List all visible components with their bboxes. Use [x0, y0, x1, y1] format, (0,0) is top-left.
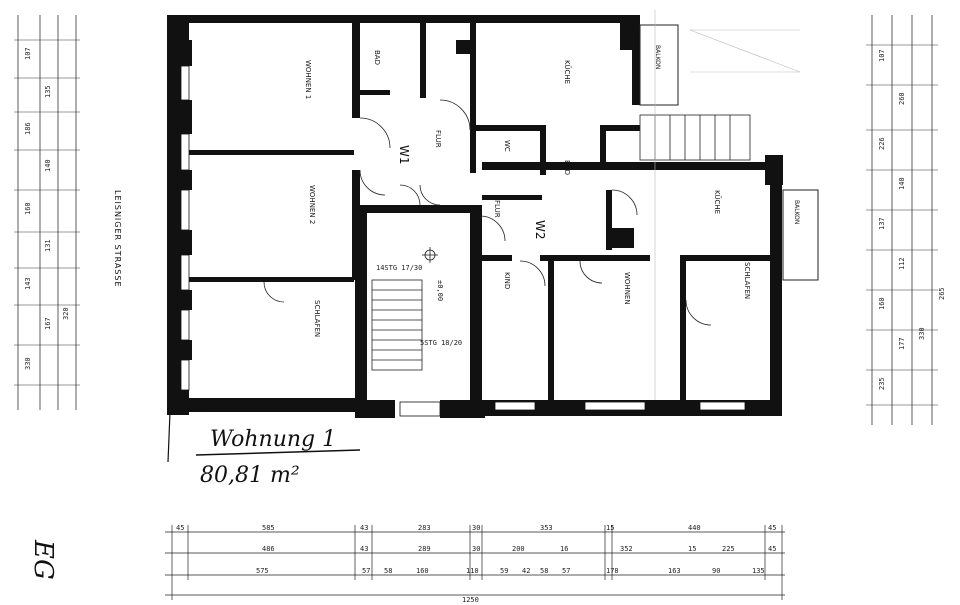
room-balkon-right: BALKON — [793, 200, 800, 224]
dim-r1-3: 283 — [418, 524, 431, 532]
floor-mark: EG — [28, 539, 58, 580]
room-bad-w1: BAD — [373, 50, 381, 65]
dim-r2-0: 486 — [262, 545, 275, 553]
scan-marks — [654, 10, 801, 400]
left-dim-0: 107 — [24, 47, 32, 60]
room-wohnen1: WOHNEN 1 — [304, 60, 312, 99]
bottom-dim-row2: 486 43 289 30 200 16 352 15 225 45 — [262, 545, 776, 553]
left-dim-6: 143 — [24, 277, 32, 290]
right-dim-3: 140 — [898, 177, 906, 190]
room-schlafen-w1: SCHLAFEN — [313, 300, 321, 337]
room-kueche-w1: KÜCHE — [563, 60, 572, 84]
dim-r1-0: 45 — [176, 524, 184, 532]
bottom-dim-row1: 45 585 43 283 30 353 15 440 45 — [176, 524, 776, 532]
room-schlafen-w2: SCHLAFEN — [743, 262, 751, 299]
dim-r2-2: 289 — [418, 545, 431, 553]
room-labels: BAD WOHNEN 1 KÜCHE BALKON FLUR W1 WC WOH… — [304, 45, 800, 347]
dim-r1-7: 440 — [688, 524, 701, 532]
dim-r3-4: 110 — [466, 567, 479, 575]
left-dim-9: 330 — [24, 357, 32, 370]
dim-r1-6: 15 — [606, 524, 614, 532]
room-kueche-w2: KÜCHE — [713, 190, 722, 214]
right-dimension-strip — [866, 15, 938, 425]
left-dim-4: 160 — [24, 202, 32, 215]
right-dim-1: 260 — [898, 92, 906, 105]
left-dimension-strip — [14, 15, 80, 410]
unit-w1: W1 — [397, 145, 411, 165]
right-dim-10: 265 — [938, 287, 946, 300]
room-bad-w2: BAD — [563, 160, 571, 175]
left-dim-7: 167 — [44, 317, 52, 330]
dim-r1-8: 45 — [768, 524, 776, 532]
room-wohnen2: WOHNEN 2 — [308, 185, 316, 224]
dim-r2-4: 200 — [512, 545, 525, 553]
unit-w2: W2 — [533, 220, 547, 240]
apartment-title: Wohnung 1 — [210, 427, 336, 452]
room-flur-w2: FLUR — [493, 200, 501, 218]
dim-r2-5: 16 — [560, 545, 568, 553]
dim-r3-10: 163 — [668, 567, 681, 575]
right-dim-6: 160 — [878, 297, 886, 310]
dim-r3-8: 57 — [562, 567, 570, 575]
dim-r2-3: 30 — [472, 545, 480, 553]
dim-r1-1: 585 — [262, 524, 275, 532]
back-stairs — [639, 114, 751, 161]
left-dim-labels: 107 135 186 140 160 131 143 167 320 330 — [24, 47, 70, 370]
balconies — [639, 24, 819, 281]
dim-r2-8: 225 — [722, 545, 735, 553]
dim-r2-7: 15 — [688, 545, 696, 553]
bottom-dim-row3: 575 57 58 160 110 59 42 58 57 178 163 90… — [256, 567, 765, 575]
left-dim-2: 186 — [24, 122, 32, 135]
dim-r3-1: 57 — [362, 567, 370, 575]
stairs-level: ±0,00 — [436, 280, 444, 301]
apartment-area: 80,81 m² — [200, 463, 300, 488]
dim-total: 1250 — [462, 596, 479, 604]
dim-r3-3: 160 — [416, 567, 429, 575]
dim-r2-1: 43 — [360, 545, 368, 553]
dim-r3-0: 575 — [256, 567, 269, 575]
bottom-windows — [399, 401, 746, 417]
left-dim-1: 135 — [44, 85, 52, 98]
dim-r3-5: 59 — [500, 567, 508, 575]
bottom-dimension-lines — [165, 525, 785, 600]
right-dim-2: 226 — [878, 137, 886, 150]
dim-r2-9: 45 — [768, 545, 776, 553]
building-walls — [167, 15, 783, 418]
stairs-bottom-label: 5STG 18/20 — [420, 339, 462, 347]
room-wc: WC — [503, 140, 511, 152]
right-dim-9: 235 — [878, 377, 886, 390]
left-dim-5: 131 — [44, 239, 52, 252]
dim-r1-5: 353 — [540, 524, 553, 532]
right-dim-8: 330 — [918, 327, 926, 340]
dim-r1-4: 30 — [472, 524, 480, 532]
dim-r3-6: 42 — [522, 567, 530, 575]
dim-r3-2: 58 — [384, 567, 392, 575]
handwritten-note: Wohnung 1 80,81 m² EG — [28, 409, 361, 580]
right-dim-0: 107 — [878, 49, 886, 62]
dim-r3-12: 135 — [752, 567, 765, 575]
room-wohnen-w2: WOHNEN — [623, 272, 631, 305]
left-dim-3: 140 — [44, 159, 52, 172]
right-dim-4: 137 — [878, 217, 886, 230]
right-dim-5: 112 — [898, 257, 906, 270]
dim-r3-7: 58 — [540, 567, 548, 575]
right-dim-labels: 107 260 226 140 137 112 160 177 330 235 … — [878, 49, 946, 390]
dim-r3-11: 90 — [712, 567, 720, 575]
dim-r3-9: 178 — [606, 567, 619, 575]
room-balkon-top: BALKON — [654, 45, 661, 69]
left-dim-8: 320 — [62, 307, 70, 320]
room-kind: KIND — [503, 272, 511, 289]
room-flur-w1: FLUR — [434, 130, 442, 148]
door-swings — [263, 99, 712, 326]
staircase — [371, 247, 438, 371]
street-label: LEISNIGER STRASSE — [113, 190, 122, 288]
dim-r2-6: 352 — [620, 545, 633, 553]
dim-r1-2: 43 — [360, 524, 368, 532]
stairs-top-label: 14STG 17/30 — [376, 264, 422, 272]
left-windows — [180, 65, 190, 391]
right-dim-7: 177 — [898, 337, 906, 350]
